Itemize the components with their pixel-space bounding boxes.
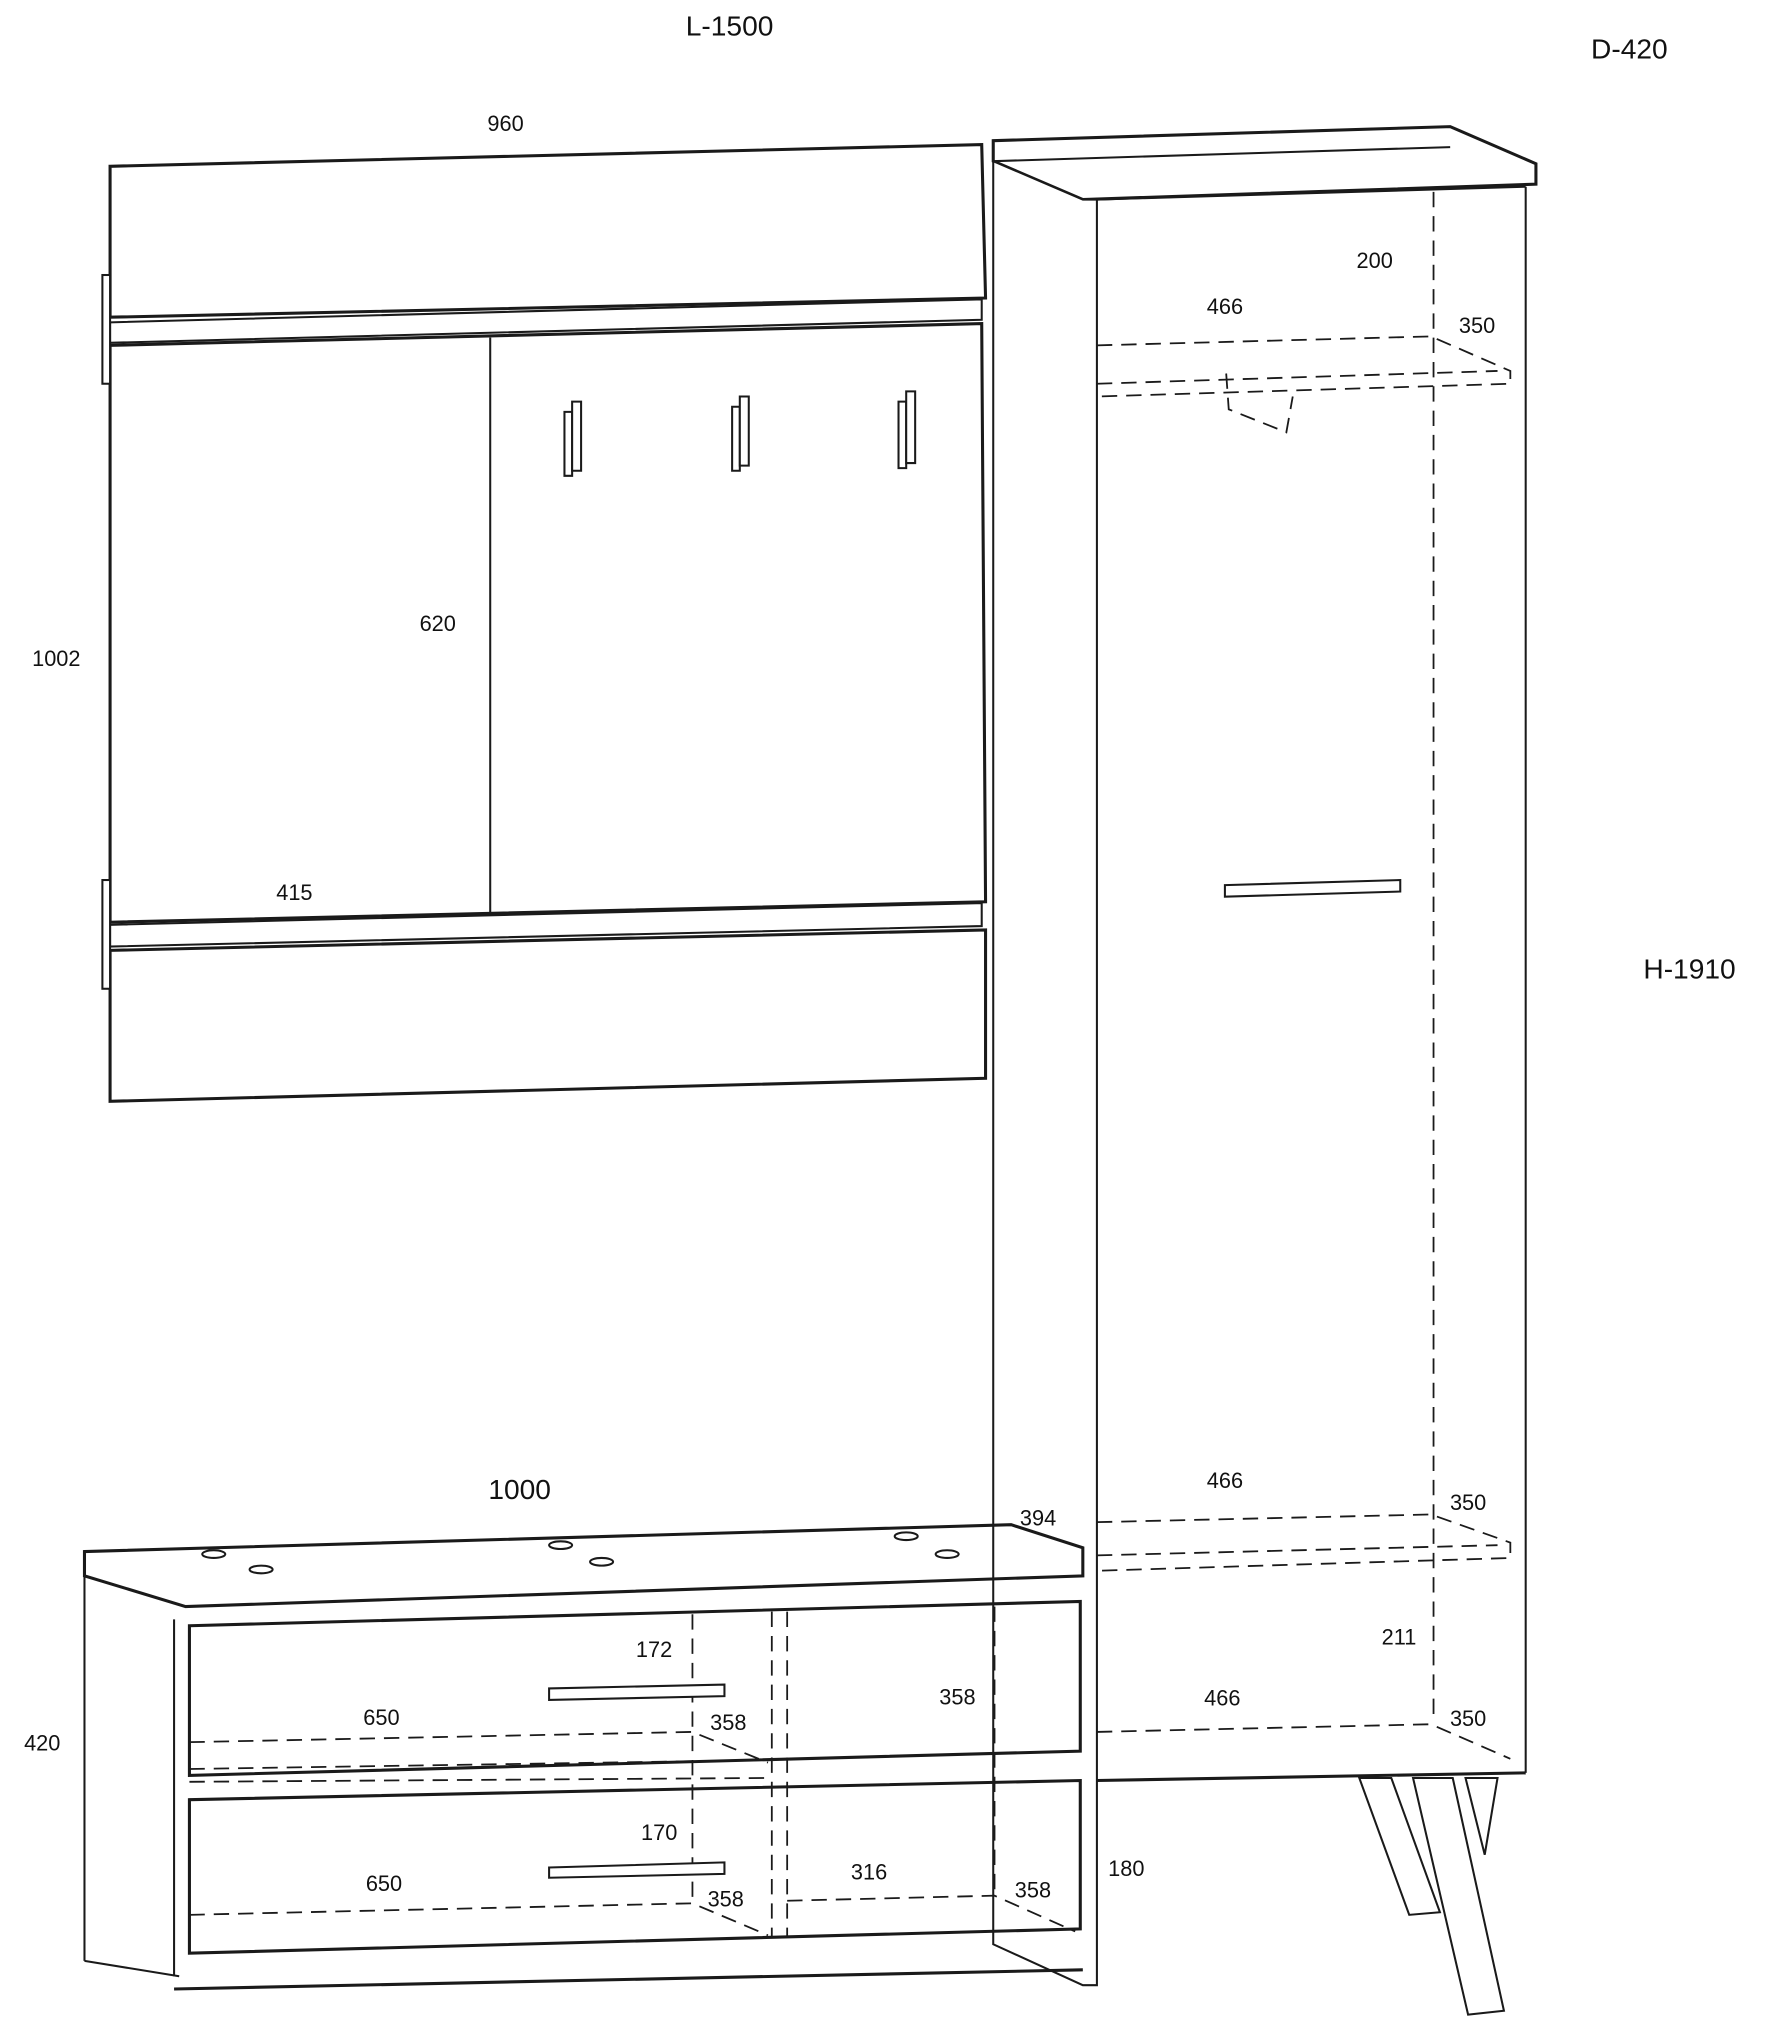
bench (82, 1523, 1085, 1991)
lower-drawer-depth-label: 358 (708, 1887, 744, 1912)
compartment-depth-label: 358 (1015, 1878, 1051, 1903)
lower-drawer-height-label: 170 (641, 1820, 677, 1845)
bench-height-label: 420 (24, 1730, 60, 1755)
wall-bracket-bottom (101, 879, 112, 990)
panel-mid-width-label: 415 (276, 880, 312, 905)
top-shelf-depth-label: 350 (1459, 313, 1495, 338)
top-shelf-height-label: 200 (1357, 248, 1393, 273)
drawer-handle (548, 1861, 726, 1879)
overall-width-label: L-1500 (686, 11, 774, 42)
panel-mid-height-label: 620 (420, 611, 456, 636)
coat-hooks (563, 390, 917, 477)
bottom-shelf-width-label: 466 (1204, 1686, 1240, 1711)
door-handle (1223, 878, 1402, 898)
side-depth-label: 394 (1020, 1505, 1056, 1530)
upper-drawer-depth-label: 358 (710, 1710, 746, 1735)
drawer-handle (548, 1683, 726, 1701)
overall-height-label: H-1910 (1643, 953, 1735, 984)
wall-bracket-top (101, 273, 112, 385)
bottom-shelf-depth-label: 350 (1450, 1706, 1486, 1731)
middle-shelf-width-label: 466 (1207, 1468, 1243, 1493)
leg (1464, 1776, 1499, 1855)
compartment-height-label: 358 (939, 1684, 975, 1709)
overall-depth-label: D-420 (1591, 34, 1668, 65)
upper-drawer-height-label: 172 (636, 1637, 672, 1662)
compartment-width-label: 316 (851, 1860, 887, 1885)
bench-width-label: 1000 (488, 1474, 551, 1505)
panel-width-label: 960 (487, 111, 523, 136)
wall-panel (101, 142, 988, 1103)
panel-height-label: 1002 (32, 646, 80, 671)
upper-drawer-width-label: 650 (363, 1705, 399, 1730)
tall-cabinet (991, 125, 1538, 2016)
leg-height-label: 180 (1108, 1856, 1144, 1881)
lower-drawer-width-label: 650 (366, 1871, 402, 1896)
gap-label: 211 (1382, 1624, 1417, 1649)
middle-shelf-depth-label: 350 (1450, 1490, 1486, 1515)
leg (1357, 1776, 1442, 1916)
top-shelf-width-label: 466 (1207, 294, 1243, 319)
leg (1411, 1776, 1506, 2016)
seat-holes (201, 1531, 960, 1575)
